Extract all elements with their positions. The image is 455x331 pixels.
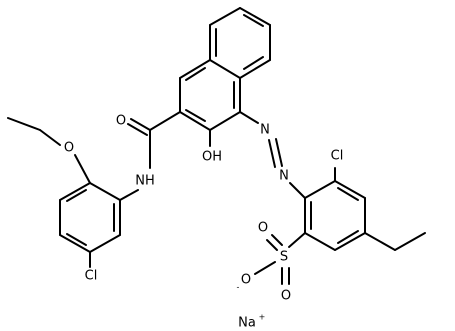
bonds — [7, 7, 426, 285]
bond — [268, 139, 276, 168]
bond — [7, 117, 41, 131]
bond — [271, 234, 283, 246]
bond — [364, 232, 396, 251]
bond — [239, 59, 271, 79]
bond — [119, 189, 139, 201]
atom-label-amide-oxygen: O — [116, 114, 126, 129]
bond — [127, 123, 148, 136]
atom-label-hydroxyl: OH — [202, 150, 222, 165]
bond — [209, 7, 241, 26]
bond — [209, 111, 241, 131]
bond — [89, 234, 121, 253]
bond — [394, 232, 426, 251]
bond — [239, 111, 259, 124]
bond — [304, 180, 336, 199]
atom-label-oxide: O — [241, 273, 251, 288]
atom-label-nh: NH — [135, 174, 155, 189]
bond — [334, 232, 366, 251]
charge-plus: + — [259, 313, 266, 322]
bond — [266, 239, 278, 251]
bond — [254, 261, 276, 275]
bond — [59, 182, 91, 201]
atom-label-sulfur: S — [280, 250, 288, 265]
atom-labels: O NH OH O Cl Cl N N S O O O - Na + — [64, 114, 343, 331]
atom-label-azo-nitrogen-2: N — [279, 169, 289, 184]
atom-label-chlorine-ring: Cl — [331, 149, 344, 164]
bond — [89, 182, 121, 201]
bond — [304, 232, 336, 251]
counterion-sodium: Na — [238, 316, 256, 331]
bond — [74, 154, 91, 184]
bond — [288, 232, 306, 248]
bond — [243, 14, 264, 27]
atom-label-sulfonyl-oxygen-top: O — [258, 221, 268, 236]
atom-label-sulfonyl-oxygen-bottom: O — [281, 289, 291, 304]
bond — [185, 67, 206, 81]
bond — [66, 189, 87, 202]
bond — [243, 56, 264, 70]
bond — [337, 230, 359, 244]
bond — [59, 234, 91, 253]
bond — [334, 180, 366, 199]
bond — [179, 111, 211, 131]
bond — [239, 7, 271, 26]
atom-label-azo-nitrogen-1: N — [260, 123, 270, 138]
bond — [66, 233, 87, 246]
atom-label-ether-oxygen: O — [64, 141, 74, 156]
bond — [149, 111, 181, 131]
bond — [185, 109, 206, 122]
bond — [179, 59, 211, 79]
bond — [275, 138, 283, 167]
bond — [337, 187, 359, 201]
bond — [289, 182, 306, 199]
bond — [39, 129, 61, 146]
bond — [130, 118, 151, 131]
bond — [209, 59, 241, 79]
atom-label-chlorine-anilide: Cl — [85, 269, 98, 284]
charge-minus: - — [237, 283, 240, 292]
